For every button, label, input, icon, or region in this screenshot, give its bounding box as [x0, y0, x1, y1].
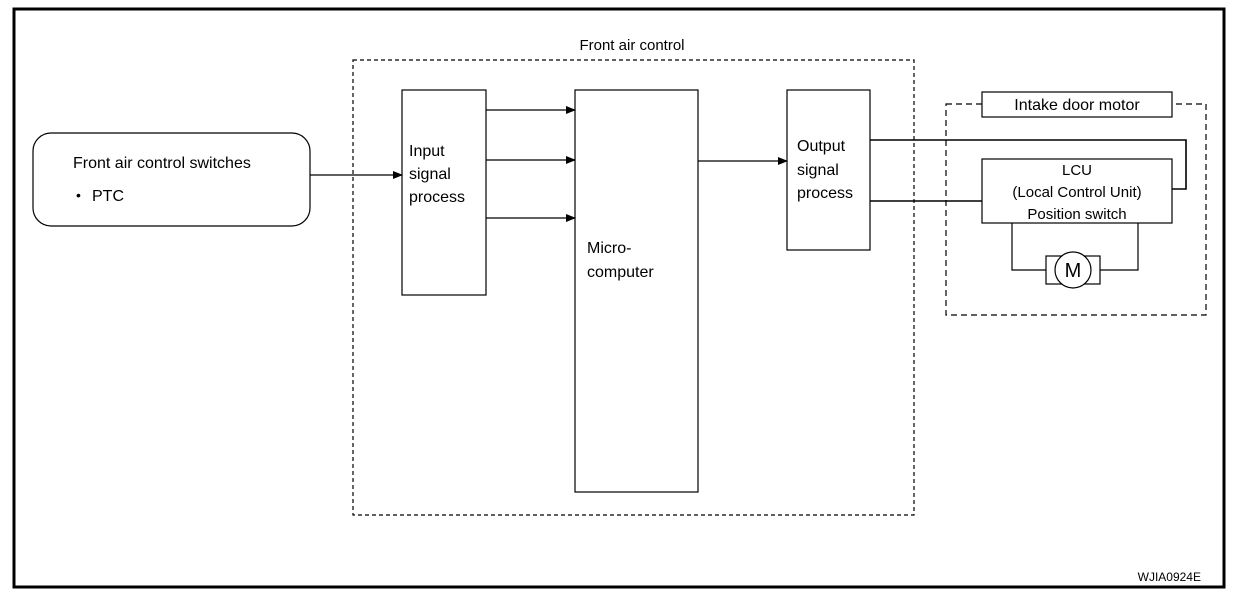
switches-title: Front air control switches [73, 155, 251, 172]
microcomputer-line2: computer [587, 264, 654, 281]
output-block-line1: Output [797, 138, 846, 155]
input-signal-process-block [401, 89, 487, 296]
wire-lcu-to-motor-left [1011, 223, 1046, 271]
intake-door-motor-title: Intake door motor [1014, 97, 1140, 114]
switches-item-ptc: PTC [92, 188, 124, 205]
motor-symbol: M [1045, 251, 1101, 289]
front-air-control-container [352, 59, 915, 516]
wire-output-to-lcu-top [870, 139, 1187, 190]
input-block-line2: signal [409, 166, 451, 183]
lcu-line3: Position switch [1027, 206, 1126, 223]
output-block-line3: process [797, 185, 853, 202]
switches-box [32, 132, 311, 227]
output-signal-process-block [786, 89, 871, 251]
output-block-line2: signal [797, 162, 839, 179]
input-block-line1: Input [409, 143, 445, 160]
lcu-block [981, 158, 1173, 224]
input-block-line3: process [409, 189, 465, 206]
motor-label: M [1065, 260, 1082, 282]
wire-lcu-to-motor-right [1100, 223, 1139, 271]
switches-bullet: • [76, 187, 81, 203]
intake-door-motor-title-box [981, 91, 1173, 118]
lcu-line2: (Local Control Unit) [1012, 184, 1141, 201]
motor-circle [1054, 251, 1092, 289]
figure-code: WJIA0924E [1138, 570, 1201, 584]
front-air-control-title: Front air control [579, 37, 684, 54]
lcu-line1: LCU [1062, 162, 1092, 179]
microcomputer-line1: Micro- [587, 240, 631, 257]
outer-frame [12, 7, 1226, 589]
microcomputer-block [574, 89, 699, 493]
